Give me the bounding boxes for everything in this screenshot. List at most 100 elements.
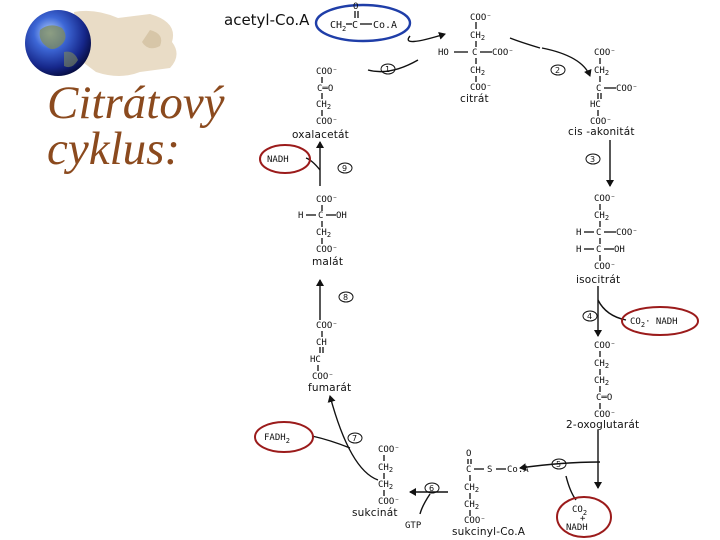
svg-text:COO⁻: COO⁻	[492, 48, 514, 58]
succinyl-coa-structure: O C S Co.A CH2 CH2 COO⁻ sukcinyl-Co.A	[452, 449, 529, 538]
title-line-2: cyklus:	[47, 123, 180, 175]
isocitrate-structure: COO⁻ CH2 H C COO⁻ H C OH COO⁻ isocitrát	[576, 194, 638, 286]
svg-text:7: 7	[352, 434, 357, 443]
svg-text:COO⁻: COO⁻	[316, 245, 338, 255]
co2-nadh-highlight	[621, 306, 699, 336]
step-1: 1	[380, 63, 396, 75]
oxalacetate-label: oxalacetát	[292, 129, 349, 141]
svg-text:COO⁻: COO⁻	[316, 117, 338, 127]
acetyl-coa-header: acetyl-Co.A	[224, 11, 310, 29]
svg-text:C: C	[596, 228, 601, 238]
succinyl-coa-label: sukcinyl-Co.A	[452, 526, 526, 538]
svg-text:CH2: CH2	[470, 66, 485, 77]
svg-text:C: C	[472, 48, 477, 58]
svg-text:C: C	[596, 84, 601, 94]
svg-text:COO⁻: COO⁻	[594, 48, 616, 58]
cycle-arrows	[305, 31, 627, 515]
acetyl-coa-structure: O CH2 C Co.A	[330, 2, 397, 33]
svg-text:COO⁻: COO⁻	[316, 67, 338, 77]
svg-text:Co.A: Co.A	[507, 465, 529, 475]
citrate-structure: COO⁻ CH2 HO C COO⁻ CH2 COO⁻ citrát	[438, 13, 514, 105]
svg-text:OH: OH	[336, 211, 347, 221]
step-3: 3	[585, 153, 601, 165]
svg-text:1: 1	[385, 65, 390, 74]
svg-text:CH2: CH2	[378, 463, 393, 474]
step-4: 4	[582, 310, 598, 322]
svg-text:COO⁻: COO⁻	[590, 117, 612, 127]
svg-text:CH2: CH2	[594, 359, 609, 370]
citrate-label: citrát	[460, 93, 489, 105]
step-9: 9	[337, 162, 353, 174]
svg-text:O: O	[353, 2, 358, 12]
svg-text:Co.A: Co.A	[373, 20, 397, 31]
svg-text:C═O: C═O	[317, 84, 333, 94]
step-8: 8	[338, 291, 354, 303]
svg-text:CH2: CH2	[378, 480, 393, 491]
svg-text:HC: HC	[310, 355, 321, 365]
svg-text:CH2: CH2	[594, 376, 609, 387]
oxalacetate-structure: COO⁻ C═O CH2 COO⁻ oxalacetát	[292, 67, 349, 141]
svg-text:CH2: CH2	[470, 31, 485, 42]
svg-text:9: 9	[342, 164, 347, 173]
svg-text:6: 6	[429, 484, 434, 493]
svg-text:C: C	[596, 245, 601, 255]
svg-text:HC: HC	[590, 100, 601, 110]
step-5: 5	[551, 458, 567, 470]
fadh2-product: FADH2	[264, 433, 290, 445]
svg-text:COO⁻: COO⁻	[594, 262, 616, 272]
succinate-structure: COO⁻ CH2 CH2 COO⁻ sukcinát	[352, 445, 400, 519]
fumarate-structure: COO⁻ CH HC COO⁻ fumarát	[308, 321, 351, 394]
svg-text:CH: CH	[316, 338, 327, 348]
title-line-1: Citrátový	[47, 77, 225, 129]
cis-aconitate-label: cis -akonitát	[568, 126, 635, 138]
co2-nadh-product: CO2· NADH	[630, 317, 678, 329]
svg-text:H: H	[576, 228, 581, 238]
cis-aconitate-structure: COO⁻ CH2 C COO⁻ HC COO⁻ cis -akonitát	[568, 48, 638, 138]
nadh-left-product: NADH	[267, 155, 289, 165]
svg-text:COO⁻: COO⁻	[312, 372, 334, 382]
svg-text:COO⁻: COO⁻	[470, 83, 492, 93]
svg-text:COO⁻: COO⁻	[464, 516, 486, 526]
svg-text:COO⁻: COO⁻	[378, 497, 400, 507]
svg-text:COO⁻: COO⁻	[316, 321, 338, 331]
svg-text:COO⁻: COO⁻	[616, 228, 638, 238]
svg-text:CH2: CH2	[464, 483, 479, 494]
svg-text:4: 4	[587, 312, 592, 321]
svg-text:COO⁻: COO⁻	[378, 445, 400, 455]
svg-text:CH2: CH2	[316, 100, 331, 111]
svg-text:COO⁻: COO⁻	[616, 84, 638, 94]
svg-text:O: O	[466, 449, 471, 459]
acetyl-coa-highlight	[314, 3, 412, 43]
step-6: 6	[424, 482, 440, 494]
svg-text:CH2: CH2	[594, 211, 609, 222]
fumarate-label: fumarát	[308, 382, 351, 394]
svg-text:5: 5	[556, 460, 561, 469]
svg-text:C═O: C═O	[596, 393, 612, 403]
svg-text:S: S	[487, 465, 492, 475]
fadh2-highlight	[254, 421, 314, 453]
step-numbers: 1 2 3 4 5 6 7 8 9	[337, 63, 601, 494]
globe-icon	[25, 10, 177, 77]
nadh-left-highlight	[259, 144, 311, 174]
co2-nadh-bottom-highlight	[556, 496, 612, 538]
svg-text:COO⁻: COO⁻	[594, 410, 616, 420]
svg-text:CH2: CH2	[316, 228, 331, 239]
svg-text:COO⁻: COO⁻	[316, 195, 338, 205]
svg-text:COO⁻: COO⁻	[594, 341, 616, 351]
svg-text:8: 8	[343, 293, 348, 302]
oxoglutarate-structure: COO⁻ CH2 CH2 C═O COO⁻ 2-oxoglutarát	[566, 341, 639, 431]
svg-text:COO⁻: COO⁻	[594, 194, 616, 204]
svg-text:C: C	[352, 20, 358, 31]
svg-text:+: +	[580, 514, 586, 524]
malate-label: malát	[312, 256, 343, 268]
svg-text:2: 2	[555, 66, 560, 75]
malate-structure: COO⁻ H C OH CH2 COO⁻ malát	[298, 195, 347, 268]
svg-text:H: H	[576, 245, 581, 255]
svg-text:C: C	[466, 465, 471, 475]
svg-text:C: C	[318, 211, 323, 221]
svg-text:3: 3	[590, 155, 595, 164]
step-7: 7	[347, 432, 363, 444]
svg-text:OH: OH	[614, 245, 625, 255]
svg-text:CH2: CH2	[594, 66, 609, 77]
